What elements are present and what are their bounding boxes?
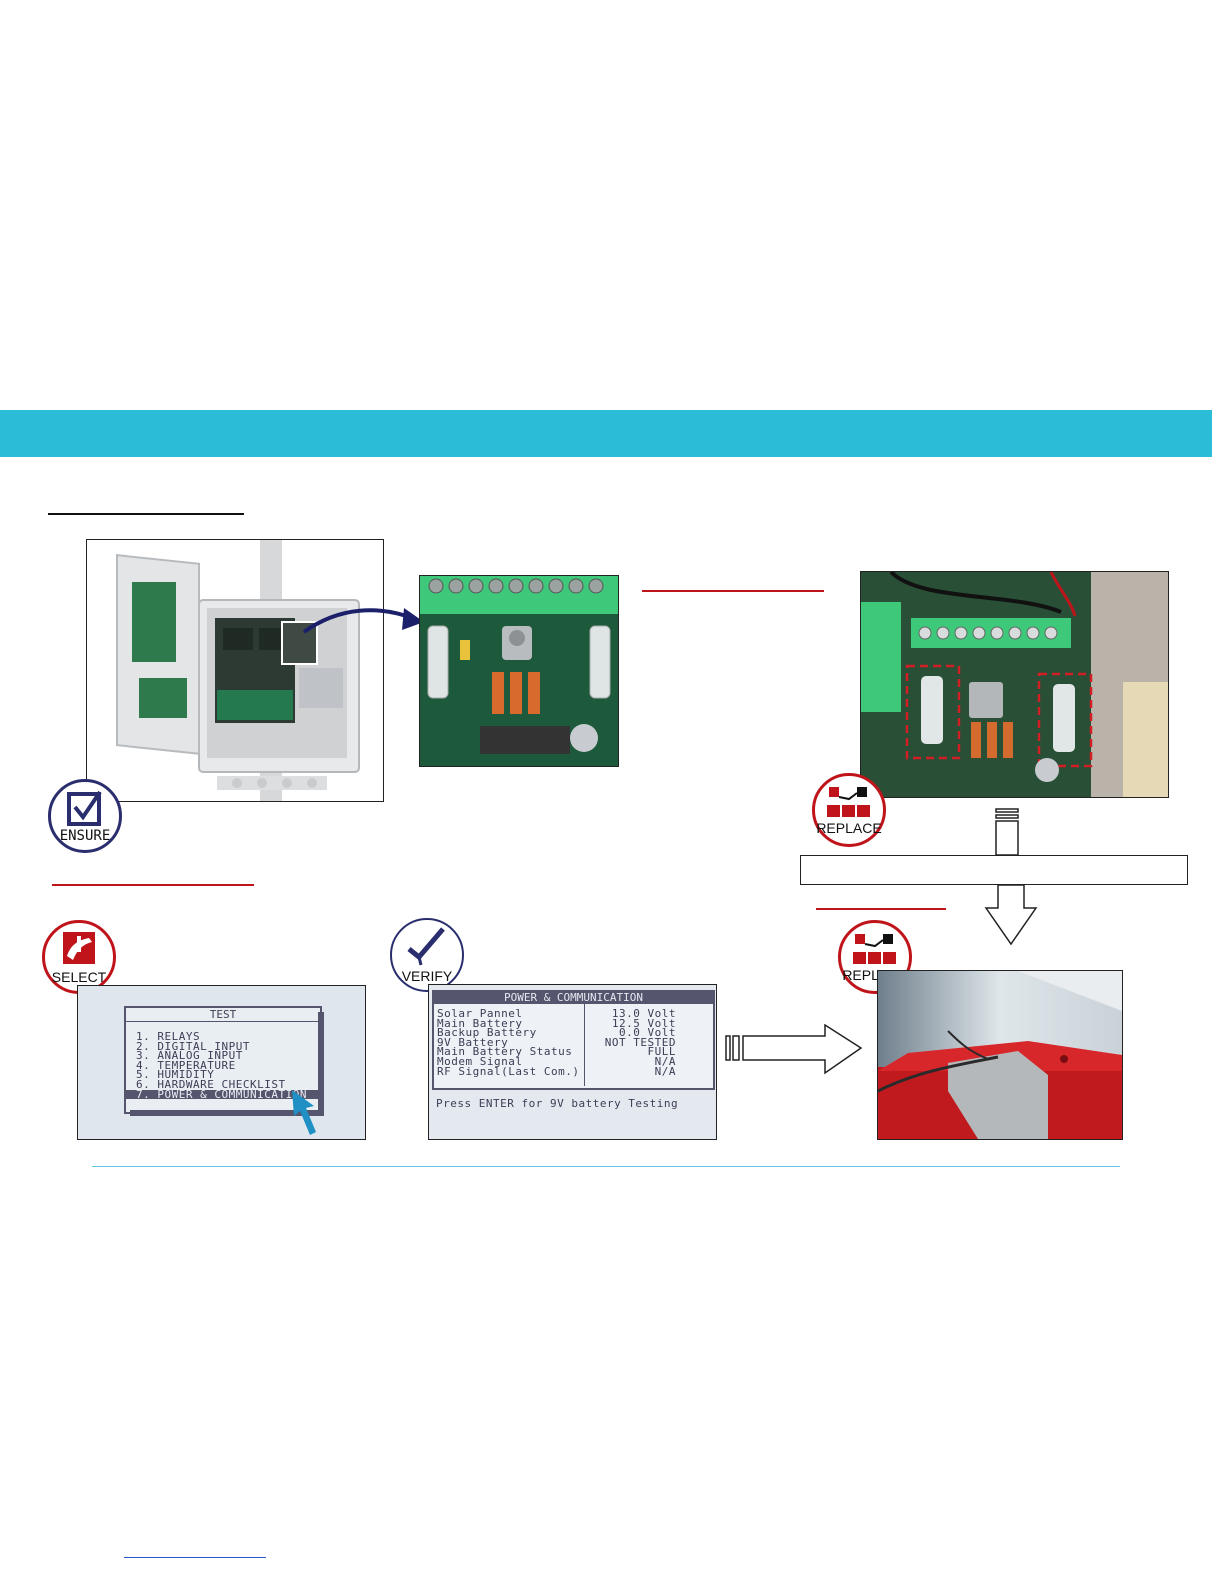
test-menu-item: 3. ANALOG INPUT <box>136 1049 243 1063</box>
fuse-location-photo <box>860 571 1169 798</box>
power-value: 0.0 Volt <box>619 1026 676 1040</box>
power-screen-footer: Press ENTER for 9V battery Testing <box>436 1097 679 1110</box>
power-label: RF Signal(Last Com.) <box>437 1064 580 1078</box>
replace-boards-icon <box>827 787 870 817</box>
verify-label: VERIFY <box>401 968 453 984</box>
select-label: SELECT <box>51 969 107 985</box>
instruction-callout-box <box>800 855 1188 885</box>
power-value: N/A <box>654 1054 676 1068</box>
test-menu-title: TEST <box>126 1008 320 1022</box>
power-label: Modem Signal <box>437 1054 523 1068</box>
select-badge: SELECT <box>42 920 116 994</box>
battery-photo <box>877 970 1123 1140</box>
power-value: N/A <box>654 1064 676 1078</box>
replace-label-top: REPLACE <box>816 820 882 836</box>
controller-enclosure-photo <box>86 539 384 802</box>
verify-badge: VERIFY <box>390 918 464 992</box>
section-heading-underline <box>48 513 244 515</box>
power-label: Main Battery Status <box>437 1045 573 1059</box>
content-divider <box>92 1166 1120 1167</box>
power-label: 9V Battery <box>437 1035 509 1049</box>
down-arrow-top <box>995 808 1019 856</box>
test-menu-item: 7. POWER & COMMUNICATION <box>126 1089 320 1099</box>
replace-badge-bottom: REPLACE <box>838 920 912 994</box>
power-value: 12.5 Volt <box>611 1016 676 1030</box>
ensure-badge: ENSURE <box>48 779 122 853</box>
menu-heading-underline <box>52 884 254 886</box>
power-label: Main Battery <box>437 1016 523 1030</box>
test-menu-item: 4. TEMPERATURE <box>136 1058 236 1072</box>
test-menu-item: 5. HUMIDITY <box>136 1068 215 1082</box>
replace-boards-icon <box>853 934 896 964</box>
hand-select-icon <box>63 932 95 964</box>
battery-heading-underline <box>816 908 946 910</box>
power-screen-title: POWER & COMMUNICATION <box>434 992 713 1004</box>
checkmark-icon <box>407 927 445 966</box>
footer-link-underline <box>124 1557 266 1558</box>
pointer-arrow-icon <box>292 1090 316 1135</box>
checkbox-check-icon <box>67 790 102 826</box>
zoom-arrow <box>302 608 424 634</box>
test-menu-item: 6. HARDWARE CHECKLIST <box>136 1077 286 1091</box>
power-label: Backup Battery <box>437 1026 537 1040</box>
test-menu-item: 1. RELAYS <box>136 1030 201 1043</box>
power-label: Solar Pannel <box>437 1007 523 1020</box>
right-arrow <box>725 1024 863 1075</box>
power-board-closeup-photo <box>419 575 619 767</box>
ensure-label: ENSURE <box>59 828 111 844</box>
replace-badge-top: REPLACE <box>812 773 886 847</box>
power-value: 13.0 Volt <box>611 1007 676 1020</box>
test-menu-item: 2. DIGITAL INPUT <box>136 1039 250 1053</box>
power-value: NOT TESTED <box>604 1035 676 1049</box>
power-value: FULL <box>647 1045 676 1059</box>
down-arrow-bottom <box>984 884 1038 946</box>
fuse-heading-underline <box>642 590 824 592</box>
header-banner <box>0 410 1212 457</box>
